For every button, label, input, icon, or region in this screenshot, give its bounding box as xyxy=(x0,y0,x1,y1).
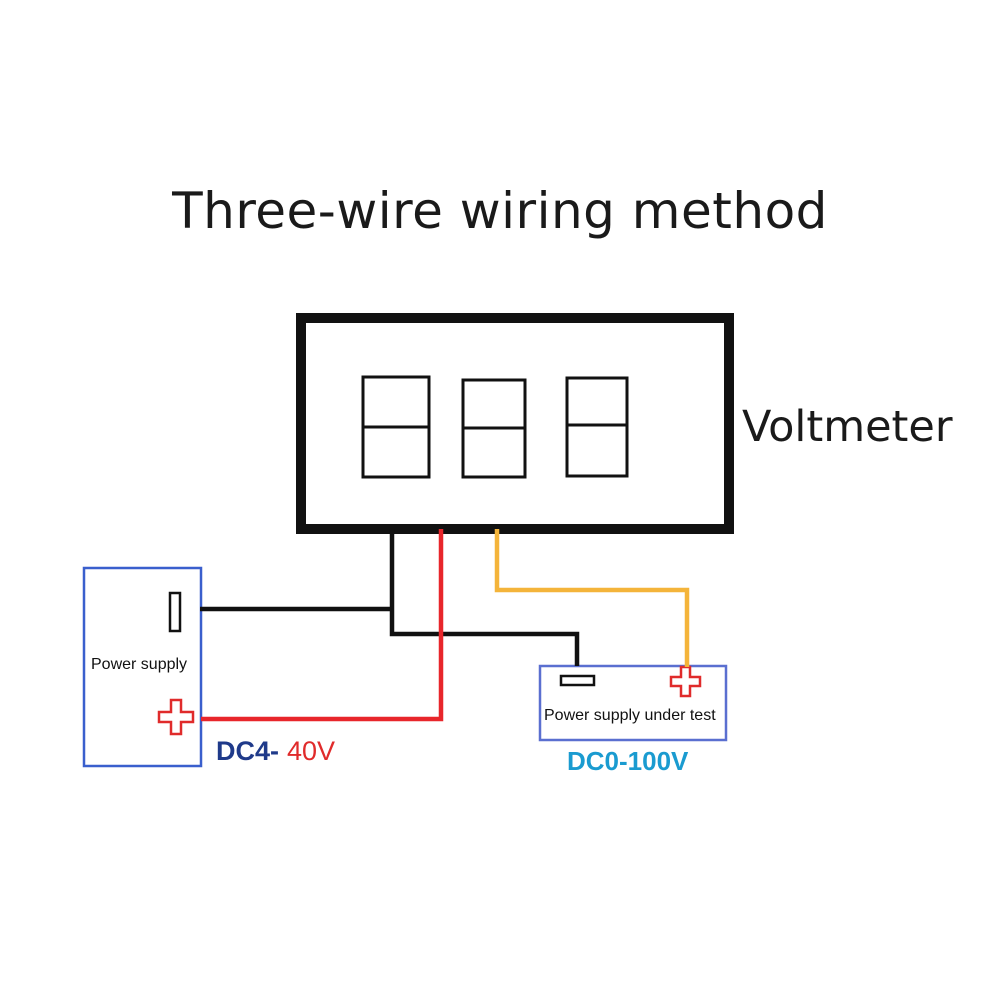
red-wire xyxy=(201,529,444,722)
test-minus-terminal xyxy=(559,674,596,687)
voltmeter-body xyxy=(296,313,734,534)
digit-display xyxy=(361,375,629,479)
power-supply-voltage: DC4-40V xyxy=(216,736,335,767)
voltage-suffix: 40V xyxy=(287,736,336,766)
black-wire xyxy=(389,529,580,666)
power-supply-label: Power supply xyxy=(91,656,188,673)
diagram-title: Three-wire wiring method xyxy=(172,182,828,240)
plus-terminal xyxy=(157,698,195,736)
minus-terminal xyxy=(168,591,182,633)
voltage-prefix: DC4- xyxy=(216,736,280,766)
voltmeter-label: Voltmeter xyxy=(742,402,953,452)
digit-2 xyxy=(461,378,527,479)
supply-under-test-label: Power supply under test xyxy=(544,707,716,724)
digit-1 xyxy=(361,375,431,479)
test-plus-terminal xyxy=(669,665,702,698)
yellow-wire xyxy=(494,529,690,667)
digit-3 xyxy=(565,376,629,478)
test-voltage-range: DC0-100V xyxy=(567,746,689,776)
